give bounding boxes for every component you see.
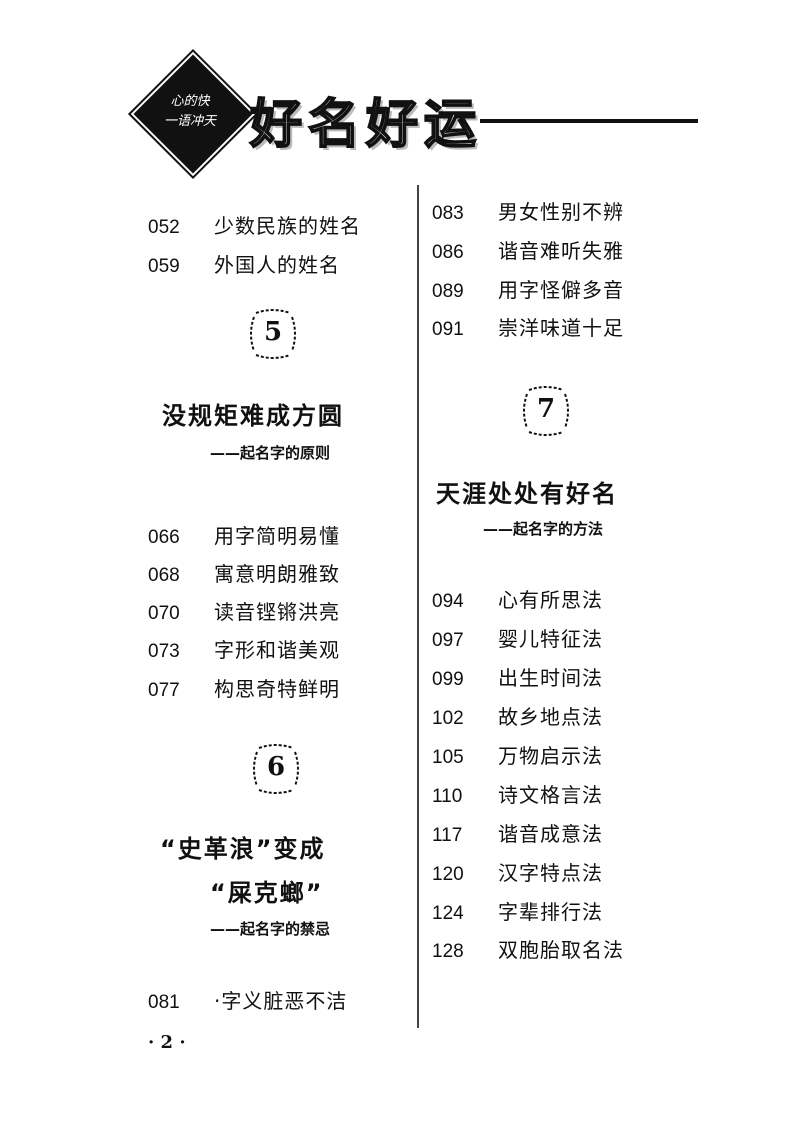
entry-title: 出生时间法 bbox=[498, 666, 603, 690]
header-rule bbox=[480, 119, 698, 123]
toc-entry[interactable]: 097 婴儿特征法 bbox=[432, 627, 603, 653]
entry-title: 谐音难听失雅 bbox=[498, 239, 624, 263]
logo-line-2: 一语冲天 bbox=[163, 114, 216, 129]
toc-entry[interactable]: 059 外国人的姓名 bbox=[148, 253, 340, 279]
chapter-number: 7 bbox=[536, 394, 556, 424]
entry-title: 诗文格言法 bbox=[498, 783, 603, 807]
page-ref: 091 bbox=[432, 319, 464, 340]
page-ref: 077 bbox=[148, 680, 180, 701]
toc-entry[interactable]: 099 出生时间法 bbox=[432, 666, 603, 692]
entry-title: 双胞胎取名法 bbox=[498, 938, 624, 962]
toc-entry[interactable]: 089 用字怪僻多音 bbox=[432, 278, 624, 304]
entry-title: 构思奇特鲜明 bbox=[214, 677, 340, 701]
page-ref: 120 bbox=[432, 864, 464, 885]
page-ref: 066 bbox=[148, 527, 180, 548]
page-ref: 073 bbox=[148, 641, 180, 662]
page-ref: 086 bbox=[432, 242, 464, 263]
logo-text: 心的快 一语冲天 bbox=[140, 92, 240, 132]
chapter-number: 5 bbox=[263, 317, 283, 347]
page-ref: 068 bbox=[148, 565, 180, 586]
toc-entry[interactable]: 068 寓意明朗雅致 bbox=[148, 562, 340, 588]
page-ref: 089 bbox=[432, 281, 464, 302]
entry-title: 汉字特点法 bbox=[498, 861, 603, 885]
entry-title: 崇洋味道十足 bbox=[498, 316, 624, 340]
toc-entry[interactable]: 091 崇洋味道十足 bbox=[432, 316, 624, 342]
page-number: · 2 · bbox=[148, 1032, 186, 1053]
page-ref: 081 bbox=[148, 992, 180, 1013]
entry-title: 故乡地点法 bbox=[498, 705, 603, 729]
chapter-subtitle: ——起名字的原则 bbox=[210, 444, 331, 462]
logo-line-1: 心的快 bbox=[170, 94, 210, 109]
entry-title: 万物启示法 bbox=[498, 744, 603, 768]
entry-title: 用字怪僻多音 bbox=[498, 278, 624, 302]
page-title: 好名好运 bbox=[249, 93, 483, 156]
toc-entry[interactable]: 117 谐音成意法 bbox=[432, 822, 603, 848]
toc-entry[interactable]: 120 汉字特点法 bbox=[432, 861, 603, 887]
toc-entry[interactable]: 052 少数民族的姓名 bbox=[148, 214, 361, 240]
entry-title: 谐音成意法 bbox=[498, 822, 603, 846]
page-ref: 052 bbox=[148, 217, 180, 238]
chapter-badge: 7 bbox=[519, 384, 573, 438]
entry-title: ·字义脏恶不洁 bbox=[214, 989, 348, 1013]
toc-entry[interactable]: 070 读音铿锵洪亮 bbox=[148, 600, 340, 626]
toc-entry[interactable]: 077 构思奇特鲜明 bbox=[148, 677, 340, 703]
toc-entry[interactable]: 124 字辈排行法 bbox=[432, 900, 603, 926]
page-ref: 094 bbox=[432, 591, 464, 612]
chapter-subtitle: ——起名字的禁忌 bbox=[210, 920, 331, 938]
toc-entry[interactable]: 086 谐音难听失雅 bbox=[432, 239, 624, 265]
column-divider bbox=[417, 185, 419, 1028]
toc-entry[interactable]: 102 故乡地点法 bbox=[432, 705, 603, 731]
toc-entry[interactable]: 105 万物启示法 bbox=[432, 744, 603, 770]
entry-title: 寓意明朗雅致 bbox=[214, 562, 340, 586]
page-ref: 070 bbox=[148, 603, 180, 624]
page-ref: 102 bbox=[432, 708, 464, 729]
page-ref: 110 bbox=[432, 786, 463, 807]
entry-title: 婴儿特征法 bbox=[498, 627, 603, 651]
chapter-title-line1: “史革浪”变成 bbox=[160, 835, 326, 863]
page-ref: 083 bbox=[432, 203, 464, 224]
entry-title: 心有所思法 bbox=[498, 588, 603, 612]
page-ref: 128 bbox=[432, 941, 464, 962]
toc-entry[interactable]: 110 诗文格言法 bbox=[432, 783, 603, 809]
toc-entry[interactable]: 094 心有所思法 bbox=[432, 588, 603, 614]
page-ref: 059 bbox=[148, 256, 180, 277]
entry-title: 字形和谐美观 bbox=[214, 638, 340, 662]
page-ref: 105 bbox=[432, 747, 464, 768]
entry-title: 用字简明易懂 bbox=[214, 524, 340, 548]
entry-title: 少数民族的姓名 bbox=[214, 214, 361, 238]
page-ref: 117 bbox=[432, 825, 463, 846]
entry-title: 读音铿锵洪亮 bbox=[214, 600, 340, 624]
laurel-icon bbox=[253, 744, 299, 794]
chapter-title: 没规矩难成方圆 bbox=[162, 402, 344, 430]
page-ref: 099 bbox=[432, 669, 464, 690]
toc-entry[interactable]: 083 男女性别不辨 bbox=[432, 200, 624, 226]
chapter-title-line2: “屎克螂” bbox=[210, 879, 324, 907]
entry-title: 字辈排行法 bbox=[498, 900, 603, 924]
toc-entry[interactable]: 066 用字简明易懂 bbox=[148, 524, 340, 550]
toc-entry[interactable]: 081 ·字义脏恶不洁 bbox=[148, 989, 347, 1015]
toc-entry[interactable]: 128 双胞胎取名法 bbox=[432, 938, 624, 964]
laurel-icon bbox=[250, 309, 296, 359]
chapter-number: 6 bbox=[266, 752, 286, 782]
chapter-subtitle: ——起名字的方法 bbox=[483, 520, 604, 538]
page-ref: 097 bbox=[432, 630, 464, 651]
page-ref: 124 bbox=[432, 903, 464, 924]
toc-entry[interactable]: 073 字形和谐美观 bbox=[148, 638, 340, 664]
entry-title: 外国人的姓名 bbox=[214, 253, 340, 277]
chapter-badge: 5 bbox=[246, 307, 300, 361]
chapter-badge: 6 bbox=[249, 742, 303, 796]
laurel-icon bbox=[523, 386, 569, 436]
entry-title: 男女性别不辨 bbox=[498, 200, 624, 224]
chapter-title: 天涯处处有好名 bbox=[436, 480, 618, 508]
